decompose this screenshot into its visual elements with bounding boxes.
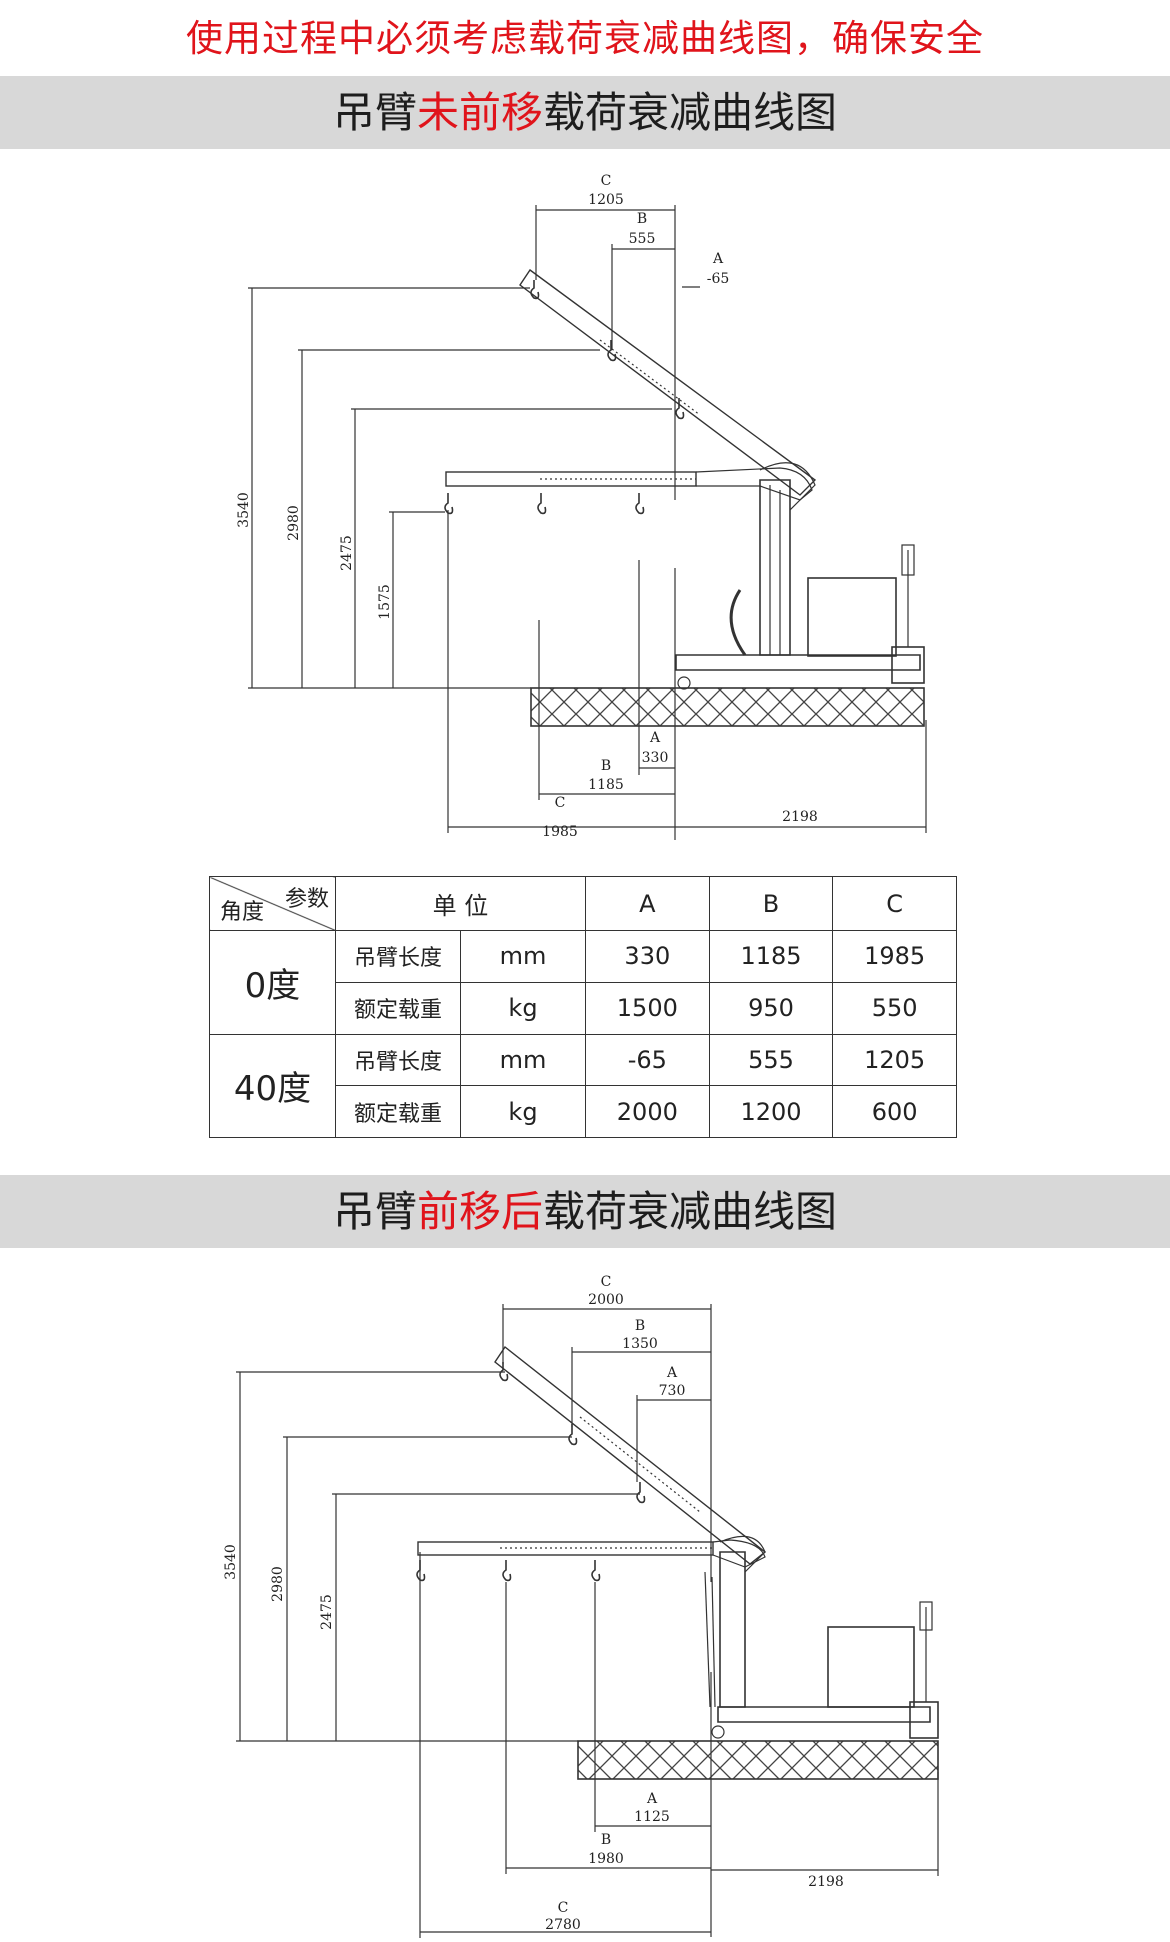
value-a-cell: 2000 bbox=[585, 1085, 710, 1138]
value-a-cell: 1500 bbox=[585, 981, 710, 1035]
col-a-header: A bbox=[585, 876, 710, 931]
bottom-c-value: 2780 bbox=[545, 1917, 581, 1933]
title-prefix: 吊臂 bbox=[332, 88, 417, 137]
unit-cell: kg bbox=[460, 1085, 586, 1138]
bottom-b-value: 1980 bbox=[588, 1851, 624, 1867]
value-b-cell: 1200 bbox=[708, 1085, 834, 1138]
base-width-value: 2198 bbox=[782, 809, 818, 825]
height-2475: 2475 bbox=[319, 1594, 335, 1630]
unit-header: 单 位 bbox=[335, 876, 586, 931]
value-c-cell: 1985 bbox=[832, 930, 957, 983]
title-highlight: 前移后 bbox=[416, 1187, 543, 1236]
top-b-value: 555 bbox=[629, 231, 656, 247]
height-2980: 2980 bbox=[286, 505, 302, 541]
table-row: 0度 吊臂长度 mm 330 1185 1985 bbox=[209, 930, 957, 1035]
load-diagram-no-shift: 3540 2980 2475 1575 C 1205 B 555 A -65 A… bbox=[236, 173, 927, 840]
top-c-value: 1205 bbox=[588, 192, 624, 208]
unit-cell: mm bbox=[460, 930, 586, 983]
title-suffix: 载荷衰减曲线图 bbox=[543, 88, 838, 137]
top-a-value: -65 bbox=[707, 271, 730, 287]
height-3540: 3540 bbox=[236, 492, 252, 528]
bottom-b-value: 1185 bbox=[588, 777, 624, 793]
bottom-c-label: C bbox=[555, 795, 566, 811]
value-b-cell: 950 bbox=[708, 981, 834, 1035]
value-c-cell: 1205 bbox=[832, 1033, 957, 1087]
param-cell: 吊臂长度 bbox=[335, 930, 461, 983]
col-b-header: B bbox=[708, 876, 834, 931]
bottom-c-value: 1985 bbox=[542, 824, 578, 840]
base-width-value: 2198 bbox=[808, 1874, 844, 1890]
value-c-cell: 600 bbox=[832, 1085, 957, 1138]
param-cell: 吊臂长度 bbox=[335, 1033, 461, 1087]
bottom-a-label: A bbox=[646, 1791, 658, 1807]
col-c-header: C bbox=[832, 876, 957, 931]
title-suffix: 载荷衰减曲线图 bbox=[543, 1187, 838, 1236]
top-c-label: C bbox=[601, 1274, 612, 1290]
bottom-b-label: B bbox=[601, 1832, 611, 1848]
bottom-c-label: C bbox=[558, 1900, 569, 1916]
param-cell: 额定载重 bbox=[335, 1085, 461, 1138]
section-title-no-shift: 吊臂未前移载荷衰减曲线图 bbox=[0, 76, 1170, 149]
top-c-value: 2000 bbox=[588, 1292, 624, 1308]
load-diagram-shifted: 3540 2980 2475 C 2000 B 1350 A 730 A 112… bbox=[223, 1274, 939, 1938]
bottom-a-label: A bbox=[649, 730, 661, 746]
top-b-label: B bbox=[635, 1318, 645, 1334]
height-3540: 3540 bbox=[223, 1544, 239, 1580]
bottom-a-value: 1125 bbox=[634, 1809, 670, 1825]
title-prefix: 吊臂 bbox=[332, 1187, 417, 1236]
value-c-cell: 550 bbox=[832, 981, 957, 1035]
top-a-value: 730 bbox=[659, 1383, 686, 1399]
height-2475: 2475 bbox=[339, 535, 355, 571]
title-highlight: 未前移 bbox=[416, 88, 543, 137]
unit-cell: kg bbox=[460, 981, 586, 1035]
value-a-cell: -65 bbox=[585, 1033, 710, 1087]
corner-param-label: 参数 bbox=[284, 887, 329, 912]
height-1575: 1575 bbox=[377, 584, 393, 620]
param-cell: 额定载重 bbox=[335, 981, 461, 1035]
unit-cell: mm bbox=[460, 1033, 586, 1087]
table-row: 40度 吊臂长度 mm -65 555 1205 bbox=[209, 1033, 957, 1138]
value-b-cell: 555 bbox=[708, 1033, 834, 1087]
safety-warning: 使用过程中必须考虑载荷衰减曲线图，确保安全 bbox=[186, 17, 984, 60]
table-row: 额定载重 kg 2000 1200 600 bbox=[210, 1085, 957, 1138]
load-spec-table: 参数 角度 单 位 A B C 0度 吊臂长度 mm 330 1185 1985… bbox=[209, 876, 957, 1138]
table-row: 额定载重 kg 1500 950 550 bbox=[210, 981, 957, 1035]
top-c-label: C bbox=[601, 173, 612, 189]
top-a-label: A bbox=[712, 251, 724, 267]
angle-40-cell: 40度 bbox=[209, 1033, 336, 1138]
corner-angle-label: 角度 bbox=[220, 900, 265, 925]
section-title-shifted: 吊臂前移后载荷衰减曲线图 bbox=[0, 1175, 1170, 1248]
top-b-value: 1350 bbox=[622, 1336, 658, 1352]
value-a-cell: 330 bbox=[585, 930, 710, 983]
bottom-a-value: 330 bbox=[642, 750, 669, 766]
table-corner-cell: 参数 角度 bbox=[209, 876, 336, 931]
angle-0-cell: 0度 bbox=[209, 930, 336, 1035]
height-2980: 2980 bbox=[270, 1566, 286, 1602]
top-a-label: A bbox=[666, 1365, 678, 1381]
value-b-cell: 1185 bbox=[708, 930, 834, 983]
bottom-b-label: B bbox=[601, 758, 611, 774]
top-b-label: B bbox=[637, 211, 647, 227]
